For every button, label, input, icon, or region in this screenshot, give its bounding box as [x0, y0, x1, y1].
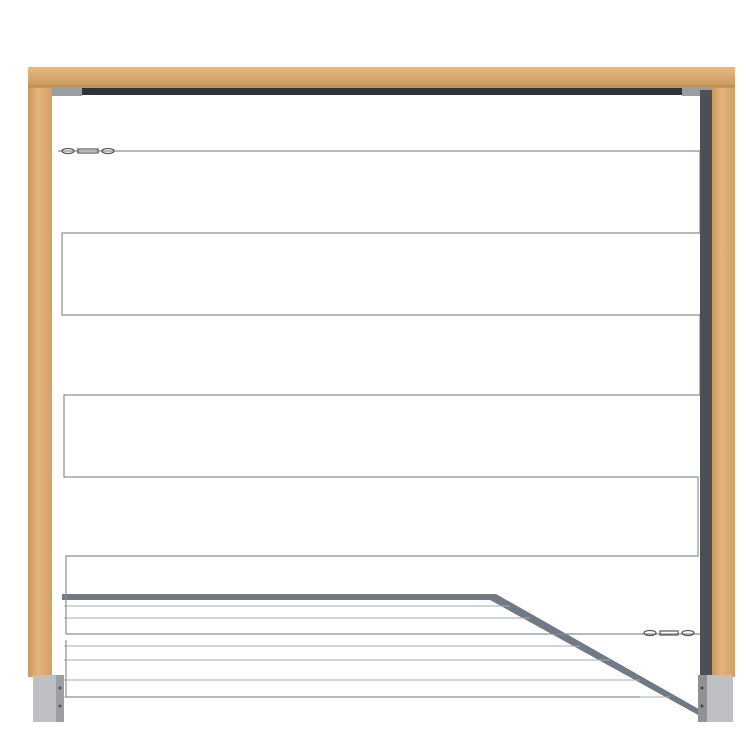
- right-post-side: [700, 90, 713, 678]
- floor-shadow: [62, 594, 704, 716]
- right-post-base: [698, 675, 733, 722]
- turnbuckle-icon: [643, 629, 695, 637]
- corner-bracket-right: [682, 88, 712, 96]
- corner-bracket-left: [52, 88, 82, 96]
- tensioned-cables: [58, 150, 701, 698]
- left-post: [28, 67, 52, 677]
- left-post-base: [33, 675, 64, 722]
- shadow-cable-lines: [64, 605, 670, 698]
- right-post: [712, 67, 735, 677]
- turnbuckle-icon: [61, 147, 115, 155]
- top-beam: [28, 67, 735, 88]
- beam-shadow: [50, 87, 714, 95]
